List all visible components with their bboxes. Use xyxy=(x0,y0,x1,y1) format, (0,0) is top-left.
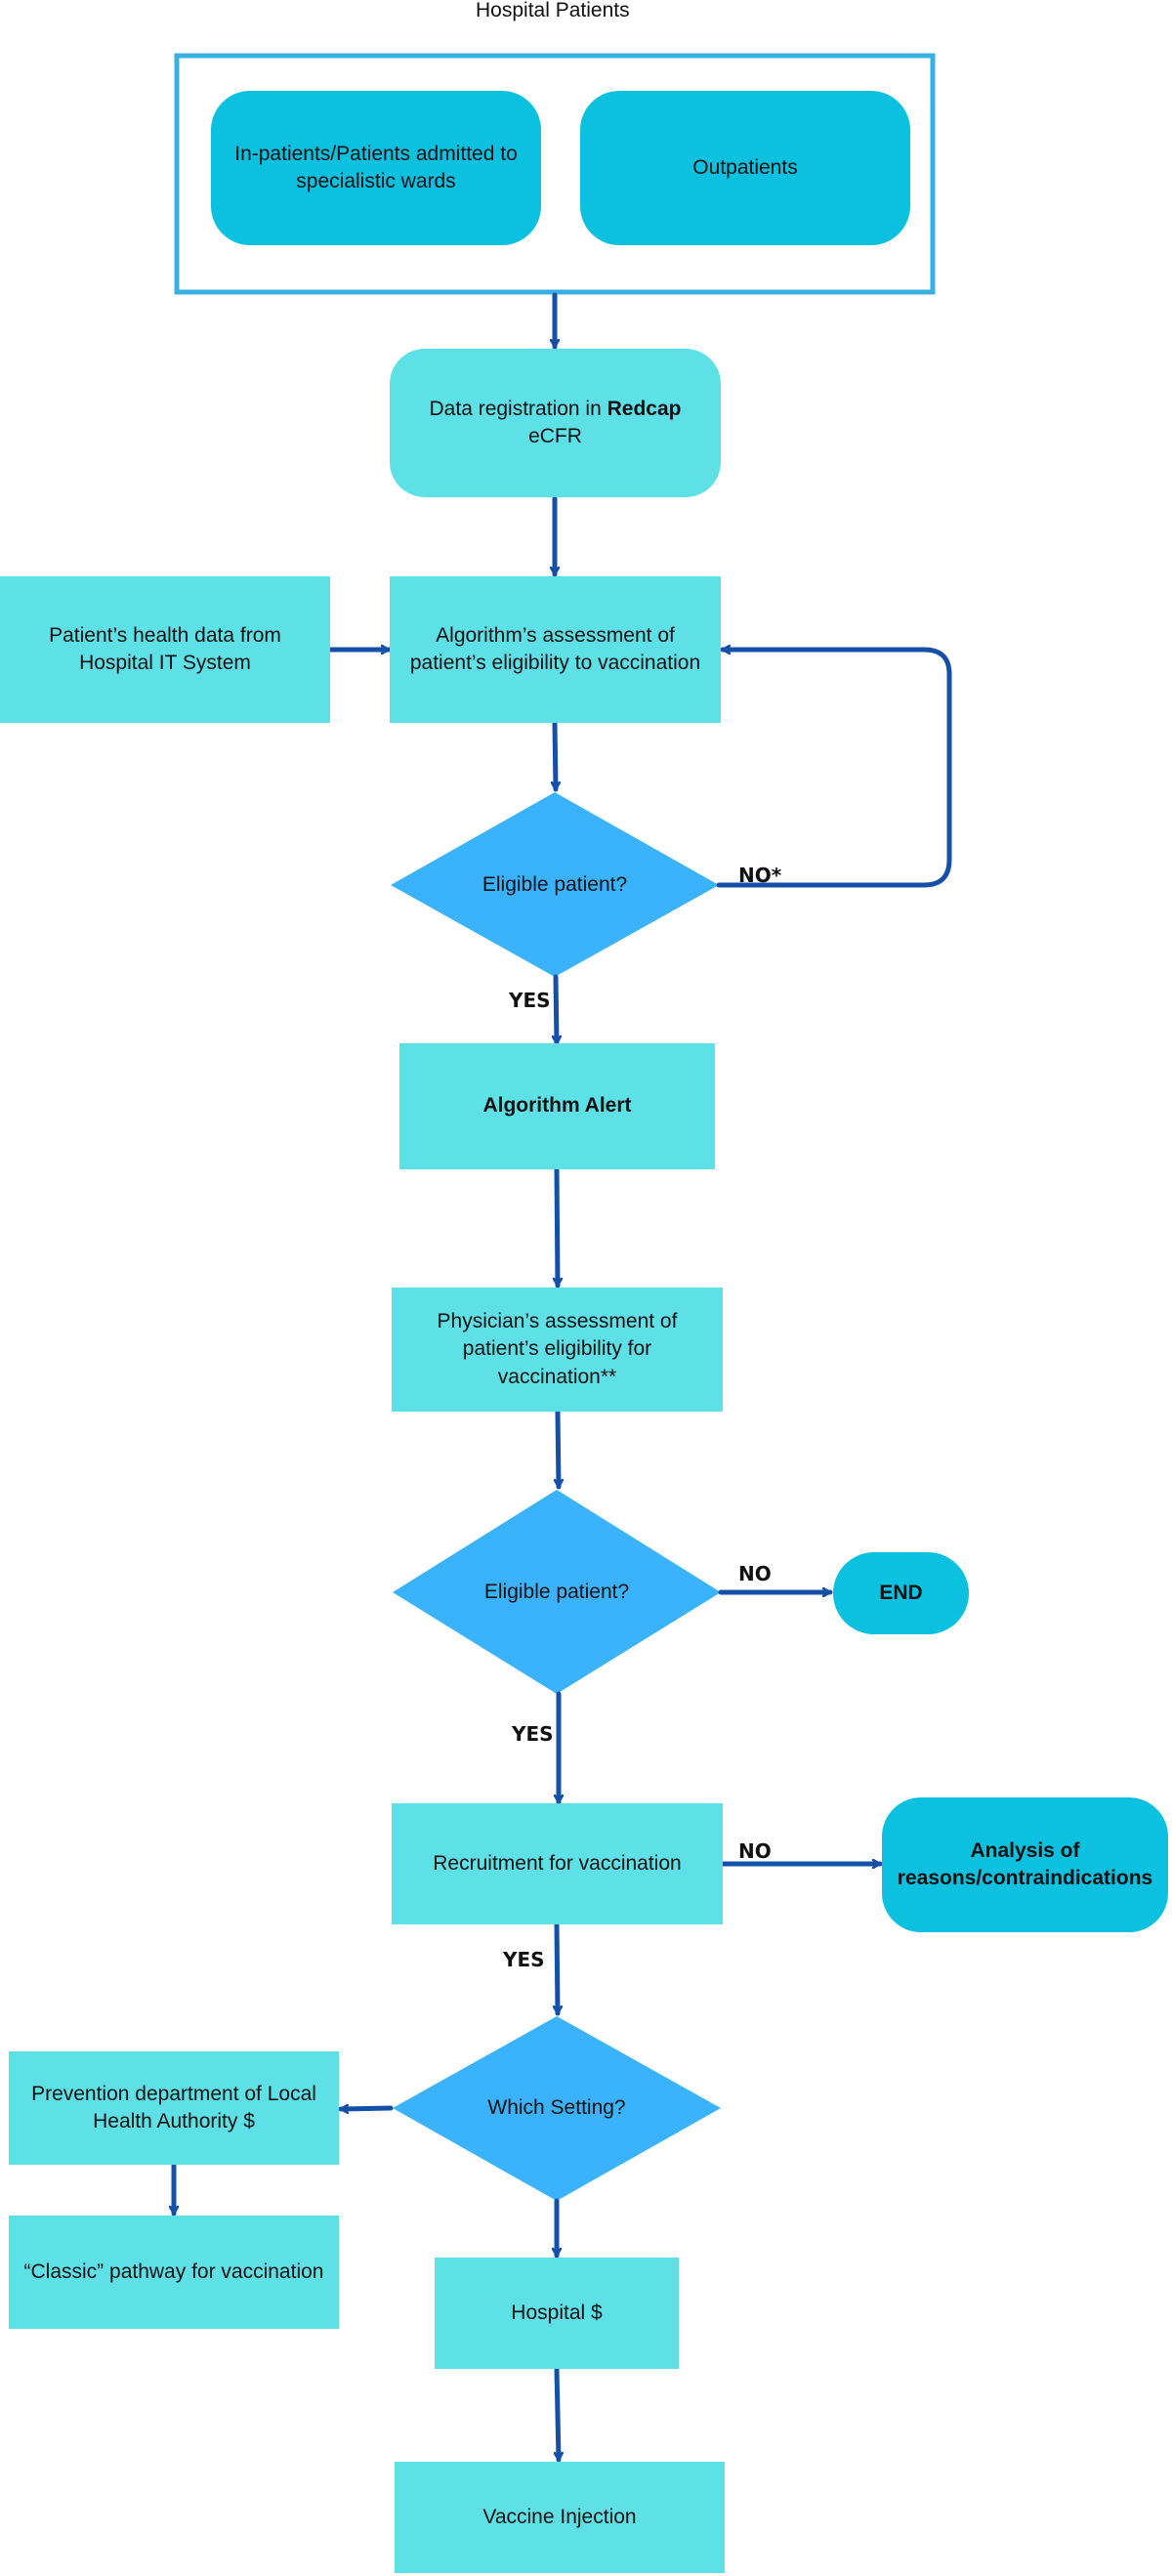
arrow-hospital-to-injection xyxy=(557,2366,559,2463)
arrow-recruitment-to-setting xyxy=(557,1921,558,2016)
vaccine-injection-node: Vaccine Injection xyxy=(395,2462,725,2573)
data-registration-text-after: eCFR xyxy=(528,425,582,447)
arrow-eligible-1-to-alert xyxy=(556,974,557,1046)
eligible-decision-1-label: Eligible patient? xyxy=(481,873,628,897)
no-label-1: NO xyxy=(738,1562,772,1585)
arrow-algorithm-to-eligible-1 xyxy=(555,720,556,792)
recruitment-node: Recruitment for vaccination xyxy=(392,1803,723,1924)
algorithm-alert-node: Algorithm Alert xyxy=(399,1043,715,1169)
algorithm-assessment-node: Algorithm’s assessment of patient’s elig… xyxy=(390,576,721,723)
eligible-decision-2-label: Eligible patient? xyxy=(483,1581,630,1604)
patient-group-border xyxy=(174,53,936,295)
yes-label-1: YES xyxy=(509,989,551,1012)
arrow-no-loop-back xyxy=(716,650,952,888)
outpatients-node: Outpatients xyxy=(580,91,910,245)
prevention-department-node: Prevention department of Local Health Au… xyxy=(9,2051,339,2165)
which-setting-diamond xyxy=(393,2016,721,2201)
eligible-decision-1-diamond xyxy=(391,792,719,977)
end-node: END xyxy=(833,1552,969,1634)
arrow-alert-to-physician xyxy=(557,1166,558,1288)
yes-label-2: YES xyxy=(512,1722,554,1746)
arrow-setting-to-prevention xyxy=(338,2108,394,2109)
no-label-2: NO xyxy=(738,1839,772,1863)
classic-pathway-node: “Classic” pathway for vaccination xyxy=(9,2216,339,2329)
analysis-node: Analysis of reasons/contraindications xyxy=(882,1797,1168,1932)
data-registration-text-before: Data registration in xyxy=(429,397,607,420)
which-setting-label: Which Setting? xyxy=(487,2096,626,2120)
arrow-physician-to-eligible-2 xyxy=(558,1409,559,1490)
hospital-node: Hospital $ xyxy=(435,2258,679,2369)
data-registration-text-bold: Redcap xyxy=(607,397,682,420)
physician-assessment-node: Physician’s assessment of patient’s elig… xyxy=(392,1288,723,1412)
data-registration-node: Data registration in Redcap eCFR xyxy=(390,349,721,497)
no-star-label: NO* xyxy=(738,864,782,887)
inpatients-node: In-patients/Patients admitted to special… xyxy=(211,91,541,245)
diagram-title: Hospital Patients xyxy=(476,0,630,21)
health-data-node: Patient’s health data from Hospital IT S… xyxy=(0,576,330,723)
yes-label-3: YES xyxy=(503,1948,545,1971)
eligible-decision-2-diamond xyxy=(393,1490,721,1694)
